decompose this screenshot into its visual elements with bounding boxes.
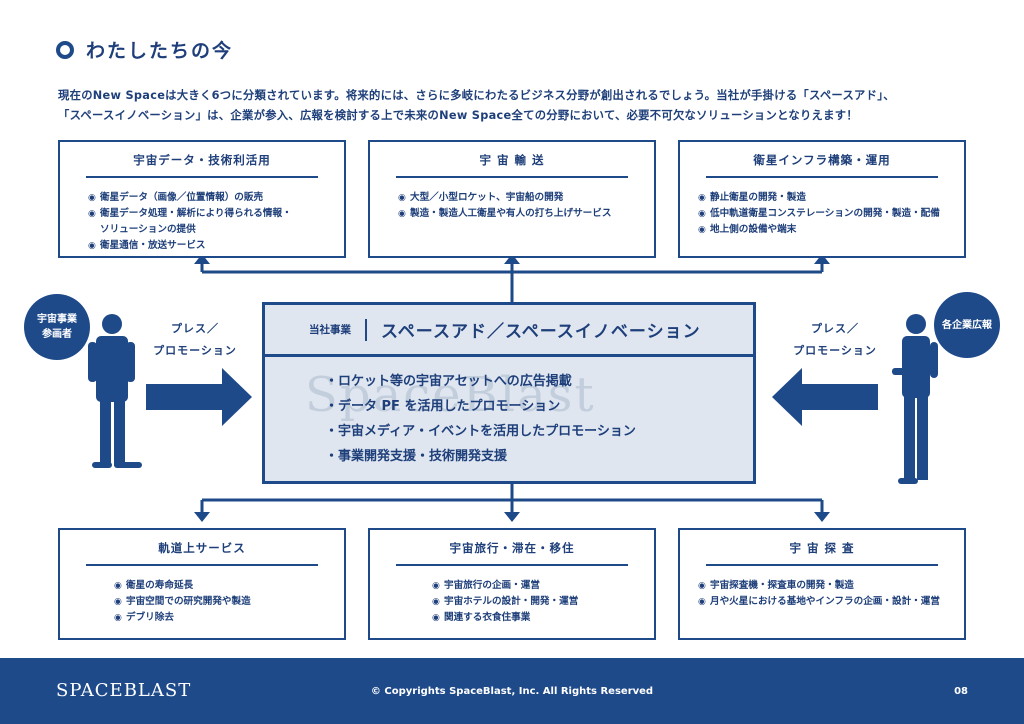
box-space-travel: 宇宙旅行・滞在・移住 宇宙旅行の企画・運営 宇宙ホテルの設計・開発・運営 関連す… bbox=[368, 528, 656, 640]
item-list: 宇宙旅行の企画・運営 宇宙ホテルの設計・開発・運営 関連する衣食住事業 bbox=[432, 578, 654, 626]
press-line-1: プレス／ bbox=[811, 322, 859, 335]
circle-bullet-icon bbox=[56, 40, 74, 59]
page-number: 08 bbox=[954, 686, 968, 697]
arrow-up-icon bbox=[504, 254, 520, 264]
list-item: 衛星の寿命延長 bbox=[114, 578, 344, 594]
box-space-exploration: 宇 宙 探 査 宇宙探査機・探査車の開発・製造 月や火星における基地やインフラの… bbox=[678, 528, 966, 640]
arrow-up-icon bbox=[814, 254, 830, 264]
list-item: 大型／小型ロケット、宇宙船の開発 bbox=[398, 190, 654, 206]
arrow-down-icon bbox=[814, 512, 830, 522]
list-item: 衛星データ（画像／位置情報）の販売 bbox=[88, 190, 344, 206]
item-list: 宇宙探査機・探査車の開発・製造 月や火星における基地やインフラの企画・設計・運営 bbox=[698, 578, 964, 610]
box-space-transport: 宇 宙 輸 送 大型／小型ロケット、宇宙船の開発 製造・製造人工衛星や有人の打ち… bbox=[368, 140, 656, 258]
left-badge-line-1: 宇宙事業 bbox=[37, 314, 77, 325]
right-badge: 各企業広報 bbox=[934, 292, 1000, 358]
center-business-box: 当社事業 スペースアド／スペースイノベーション SpaceBlast ・ロケット… bbox=[262, 302, 756, 484]
center-header: 当社事業 スペースアド／スペースイノベーション bbox=[265, 305, 753, 357]
box-satellite-infra: 衛星インフラ構築・運用 静止衛星の開発・製造 低中軌道衛星コンステレーションの開… bbox=[678, 140, 966, 258]
left-badge-line-2: 参画者 bbox=[42, 329, 72, 340]
arrow-up-icon bbox=[194, 254, 210, 264]
spaceblast-logo: SPACEBLAST bbox=[56, 680, 192, 701]
businesswoman-figure bbox=[892, 314, 938, 484]
list-item: ソリューションの提供 bbox=[100, 224, 196, 235]
list-item: ・データ PF を活用したプロモーション bbox=[325, 399, 561, 414]
divider bbox=[86, 564, 318, 566]
center-label: 当社事業 bbox=[309, 318, 367, 341]
press-line-2: プロモーション bbox=[153, 344, 237, 357]
intro-line-2: 「スペースイノベーション」は、企業が参入、広報を検討する上で未来のNew Spa… bbox=[58, 109, 858, 122]
box-space-data: 宇宙データ・技術利活用 衛星データ（画像／位置情報）の販売 衛星データ処理・解析… bbox=[58, 140, 346, 258]
divider bbox=[396, 564, 628, 566]
arrow-right-icon bbox=[146, 368, 252, 426]
list-item: ・宇宙メディア・イベントを活用したプロモーション bbox=[325, 424, 636, 439]
left-badge: 宇宙事業 参画者 bbox=[24, 294, 90, 360]
list-item: ・ロケット等の宇宙アセットへの広告掲載 bbox=[325, 374, 572, 389]
list-item: 低中軌道衛星コンステレーションの開発・製造・配備 bbox=[698, 206, 964, 222]
press-line-2: プロモーション bbox=[793, 344, 877, 357]
list-item: デブリ除去 bbox=[114, 610, 344, 626]
box-heading: 宇 宙 輸 送 bbox=[479, 153, 545, 167]
box-heading: 衛星インフラ構築・運用 bbox=[753, 153, 891, 167]
footer: SPACEBLAST © Copyrights SpaceBlast, Inc.… bbox=[0, 658, 1024, 724]
box-heading: 宇宙旅行・滞在・移住 bbox=[449, 541, 575, 555]
box-heading: 宇宙データ・技術利活用 bbox=[133, 153, 271, 167]
list-item: 製造・製造人工衛星や有人の打ち上げサービス bbox=[398, 206, 654, 222]
copyright-text: © Copyrights SpaceBlast, Inc. All Rights… bbox=[370, 686, 654, 697]
list-item: ・事業開発支援・技術開発支援 bbox=[325, 449, 508, 464]
center-list: ・ロケット等の宇宙アセットへの広告掲載 ・データ PF を活用したプロモーション… bbox=[325, 369, 753, 469]
list-item: 静止衛星の開発・製造 bbox=[698, 190, 964, 206]
list-item: 衛星データ処理・解析により得られる情報・ bbox=[88, 206, 344, 222]
item-list: 静止衛星の開発・製造 低中軌道衛星コンステレーションの開発・製造・配備 地上側の… bbox=[698, 190, 964, 238]
page-title-wrap: わたしたちの今 bbox=[56, 36, 233, 63]
right-press-label: プレス／ プロモーション bbox=[780, 318, 890, 362]
list-item: 宇宙空間での研究開発や製造 bbox=[114, 594, 344, 610]
divider bbox=[86, 176, 318, 178]
box-orbital-service: 軌道上サービス 衛星の寿命延長 宇宙空間での研究開発や製造 デブリ除去 bbox=[58, 528, 346, 640]
item-list: 大型／小型ロケット、宇宙船の開発 製造・製造人工衛星や有人の打ち上げサービス bbox=[398, 190, 654, 222]
connector-lines bbox=[88, 254, 938, 522]
item-list: 衛星の寿命延長 宇宙空間での研究開発や製造 デブリ除去 bbox=[114, 578, 344, 626]
arrow-down-icon bbox=[194, 512, 210, 522]
divider bbox=[706, 564, 938, 566]
page-title: わたしたちの今 bbox=[86, 40, 234, 62]
box-heading: 宇 宙 探 査 bbox=[789, 541, 855, 555]
list-item: 関連する衣食住事業 bbox=[432, 610, 654, 626]
list-item: 宇宙ホテルの設計・開発・運営 bbox=[432, 594, 654, 610]
list-item: 月や火星における基地やインフラの企画・設計・運営 bbox=[698, 594, 964, 610]
list-item: 衛星通信・放送サービス bbox=[88, 238, 344, 254]
businessman-figure bbox=[88, 314, 142, 468]
list-item: 宇宙探査機・探査車の開発・製造 bbox=[698, 578, 964, 594]
divider bbox=[706, 176, 938, 178]
intro-line-1: 現在のNew Spaceは大きく6つに分類されています。将来的には、さらに多岐に… bbox=[58, 89, 895, 102]
press-line-1: プレス／ bbox=[171, 322, 219, 335]
box-heading: 軌道上サービス bbox=[158, 541, 246, 555]
divider bbox=[396, 176, 628, 178]
list-item: 宇宙旅行の企画・運営 bbox=[432, 578, 654, 594]
list-item: 地上側の設備や端末 bbox=[698, 222, 964, 238]
intro-text: 現在のNew Spaceは大きく6つに分類されています。将来的には、さらに多岐に… bbox=[58, 86, 958, 126]
item-list: 衛星データ（画像／位置情報）の販売 衛星データ処理・解析により得られる情報・ ソ… bbox=[88, 190, 344, 254]
arrow-left-icon bbox=[772, 368, 878, 426]
arrow-down-icon bbox=[504, 512, 520, 522]
watermark-logo: SpaceBlast bbox=[305, 367, 596, 423]
center-title: スペースアド／スペースイノベーション bbox=[381, 322, 701, 342]
left-press-label: プレス／ プロモーション bbox=[140, 318, 250, 362]
